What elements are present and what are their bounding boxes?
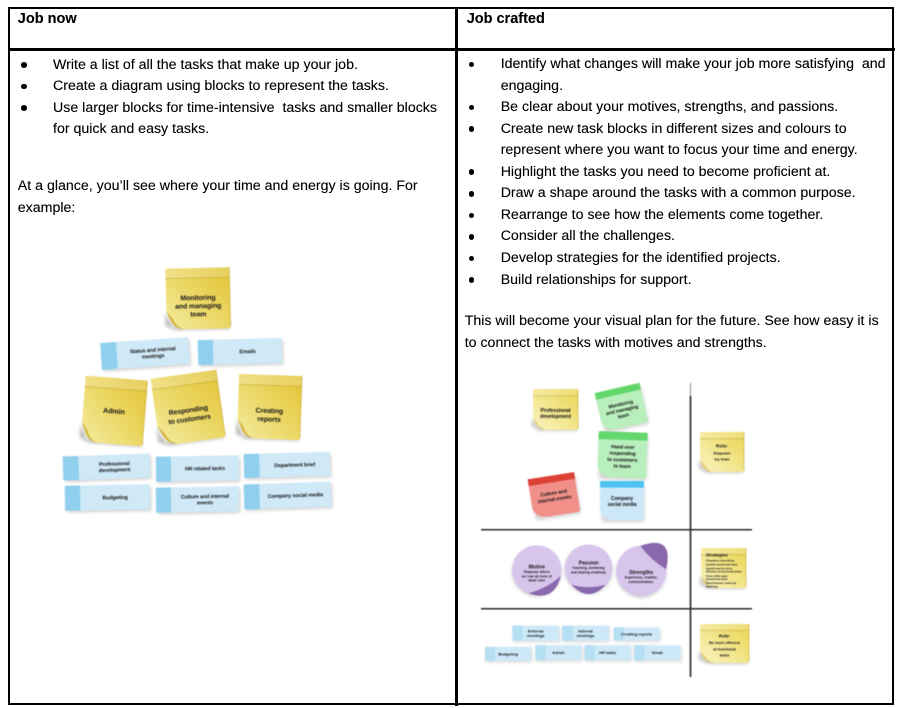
svg-text:Monitoringand managingteam: Monitoringand managingteam [175, 294, 222, 318]
svg-text:Admin: Admin [552, 650, 565, 655]
svg-text:Strategies: Strategies [706, 553, 729, 558]
svg-text:HR related tasks: HR related tasks [185, 466, 225, 473]
svg-text:Professionaldevelopment: Professionaldevelopment [540, 408, 571, 420]
svg-text:Passion: Passion [579, 560, 599, 566]
svg-text:Hand overrespondingto customer: Hand overrespondingto customersto team [607, 444, 638, 470]
svg-text:Culture andinternal events: Culture andinternal events [537, 488, 573, 505]
svg-text:Culture and internalevents: Culture and internalevents [181, 494, 230, 507]
svg-text:Creating reports: Creating reports [621, 631, 653, 636]
svg-text:Experience, creative,communica: Experience, creative,communication. [625, 576, 658, 584]
svg-text:Emails: Emails [239, 349, 256, 355]
svg-text:Role:: Role: [716, 444, 729, 450]
svg-text:Creatingreports: Creatingreports [255, 408, 283, 424]
svg-text:HR tasks: HR tasks [599, 650, 617, 655]
svg-text:Admin: Admin [103, 406, 126, 417]
svg-text:Professionaldevelopment: Professionaldevelopment [98, 461, 130, 474]
svg-text:Status and internalmeetings: Status and internalmeetings [130, 346, 177, 361]
svg-text:Department brief: Department brief [274, 462, 315, 469]
svg-text:Strengths: Strengths [629, 570, 653, 576]
svg-text:Role:: Role: [719, 634, 731, 639]
svg-text:Company social media: Company social media [268, 492, 324, 500]
svg-text:Email: Email [652, 650, 663, 655]
svg-text:Budgeting: Budgeting [102, 495, 127, 501]
svg-text:Budgeting: Budgeting [498, 651, 518, 656]
svg-text:Motive: Motive [529, 565, 546, 571]
